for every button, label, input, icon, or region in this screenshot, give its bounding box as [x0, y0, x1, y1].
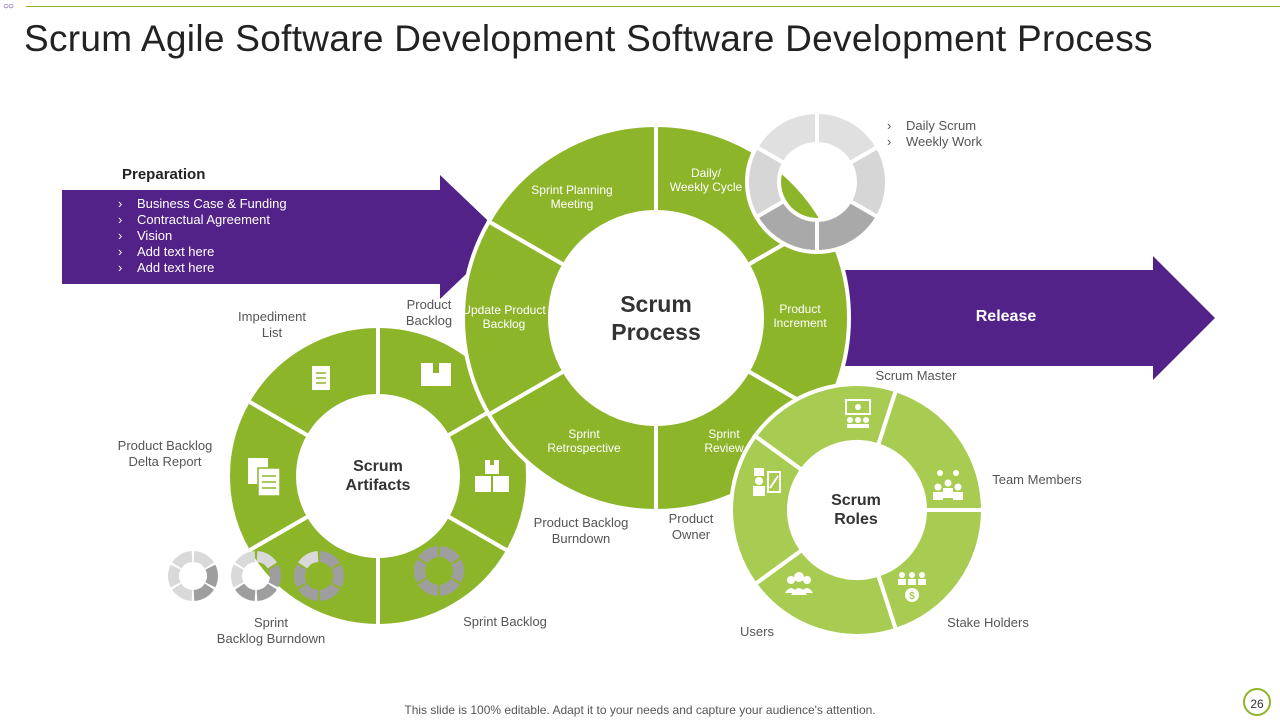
preparation-item: ›Contractual Agreement: [118, 212, 270, 227]
cycle-legend-list: ›Daily Scrum ›Weekly Work: [887, 118, 982, 150]
donut-icon: [268, 564, 282, 588]
label-stake-holders: Stake Holders: [947, 615, 1029, 630]
roles-segment: [875, 387, 986, 512]
roles-segment: [752, 382, 899, 473]
cycle-donut-icon: [745, 109, 889, 255]
top-dots-decoration: ○○: [3, 1, 14, 12]
donut-icon: [451, 559, 464, 583]
donut-icon: [414, 559, 427, 583]
preparation-list: ›Business Case & Funding ›Contractual Ag…: [118, 196, 287, 276]
label-users: Users: [740, 624, 774, 639]
process-segment: [461, 218, 567, 418]
release-arrow: [800, 256, 1215, 380]
stakeholders-icon: $: [898, 572, 926, 602]
donut-icon: [172, 583, 193, 601]
donut-icon: [172, 551, 193, 569]
label-sprint-backlog: Sprint Backlog: [463, 614, 547, 629]
preparation-title: Preparation: [122, 166, 206, 183]
presenter-icon: [845, 399, 871, 428]
preparation-item: ›Vision: [118, 228, 173, 243]
donut-icon: [235, 551, 256, 569]
donut-icon: [193, 583, 214, 601]
cycle-legend-item: ›Daily Scrum: [887, 118, 977, 133]
donut-icon: [298, 583, 319, 601]
cycle-segment: [753, 109, 819, 166]
segment-daily-weekly-cycle: Daily/Weekly Cycle: [669, 166, 743, 194]
files-icon: [248, 458, 281, 497]
release-label: Release: [975, 308, 1037, 325]
donut-icon: [439, 546, 460, 564]
team-icon: [933, 470, 963, 500]
preparation-item: ›Add text here: [118, 260, 215, 275]
roles-segment: [875, 508, 986, 633]
page-title: Scrum Agile Software Development Softwar…: [24, 18, 1153, 59]
donut-icon: [256, 583, 277, 601]
preparation-item: ›Add text here: [118, 244, 215, 259]
donut-icon: [319, 551, 340, 569]
owner-icon: [753, 468, 781, 496]
donut-icon: [319, 583, 340, 601]
donut-icon: [418, 578, 439, 596]
box-icon: [421, 363, 451, 386]
donut-icon: [167, 564, 181, 588]
cycle-legend-item: ›Weekly Work: [887, 134, 983, 149]
top-rule: [26, 6, 1280, 7]
donut-icon: [293, 564, 307, 588]
donut-icon: [439, 578, 460, 596]
svg-text:$: $: [909, 591, 915, 602]
burndown-donuts: [167, 546, 464, 601]
donut-icon: [256, 551, 277, 569]
donut-icon: [298, 551, 319, 569]
label-scrum-master: Scrum Master: [875, 368, 957, 383]
donut-icon: [235, 583, 256, 601]
process-segment: [486, 122, 658, 268]
page-number: 26: [1243, 688, 1271, 716]
preparation-item: ›Business Case & Funding: [118, 196, 287, 211]
footer-note: This slide is 100% editable. Adapt it to…: [404, 703, 876, 717]
donut-icon: [193, 551, 214, 569]
donut-icon: [418, 546, 439, 564]
donut-icon: [331, 564, 345, 588]
preparation-arrow: [62, 175, 505, 299]
donut-icon: [230, 564, 244, 588]
label-team-members: Team Members: [992, 472, 1082, 487]
document-icon: [312, 366, 330, 390]
process-segment: [486, 368, 658, 514]
boxes-icon: [475, 460, 509, 492]
donut-icon: [205, 564, 219, 588]
users-icon: [785, 572, 813, 595]
scrum-roles-ring: [729, 382, 986, 638]
